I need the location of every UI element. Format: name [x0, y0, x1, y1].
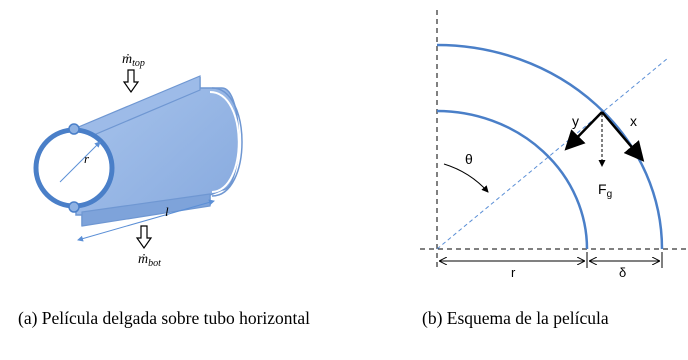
mdot-top-arrow-icon	[122, 69, 140, 94]
svg-text:ṁtop: ṁtop	[122, 52, 145, 69]
delta-dimension-label: δ	[619, 265, 626, 280]
gravity-symbol: F	[598, 181, 607, 197]
film-surface-arc	[436, 43, 664, 250]
y-axis-arrow	[564, 111, 603, 151]
radial-line	[436, 57, 669, 250]
mdot-bot: ṁbot	[135, 225, 161, 269]
film-nub-top	[68, 123, 80, 135]
length-label: l	[165, 204, 169, 219]
radius-label: r	[84, 151, 90, 166]
gravity-sub: g	[607, 189, 613, 200]
mdot-top: ṁtop	[122, 52, 145, 94]
figure-b-film-sketch: θ x y Fg r δ	[420, 10, 688, 280]
mdot-bot-sub: bot	[148, 258, 161, 269]
mdot-top-symbol: ṁ	[122, 52, 132, 67]
mdot-bot-symbol: ṁ	[138, 252, 148, 267]
theta-label: θ	[465, 151, 473, 167]
figure-a-tube-drawing: r l ṁtop ṁbot	[33, 52, 243, 269]
film-end-cap	[209, 91, 240, 193]
caption-figure-b: (b) Esquema de la película	[422, 308, 609, 328]
length-dimension	[77, 199, 215, 242]
mdot-bot-arrow-icon	[135, 225, 153, 250]
x-axis-arrow	[601, 111, 645, 162]
r-dimension-label: r	[511, 265, 516, 280]
radius-arrow	[59, 141, 101, 183]
film-end-cap-edge	[211, 87, 243, 197]
mdot-top-sub: top	[132, 58, 145, 69]
gravity-label: Fg	[598, 181, 612, 200]
tube-surface-arc	[436, 109, 589, 250]
caption-figure-a: (a) Película delgada sobre tubo horizont…	[18, 308, 311, 328]
film-nub-bottom	[68, 201, 80, 213]
svg-text:ṁbot: ṁbot	[138, 252, 161, 269]
x-label: x	[630, 113, 637, 129]
theta-arc	[443, 163, 489, 193]
y-label: y	[572, 113, 579, 129]
